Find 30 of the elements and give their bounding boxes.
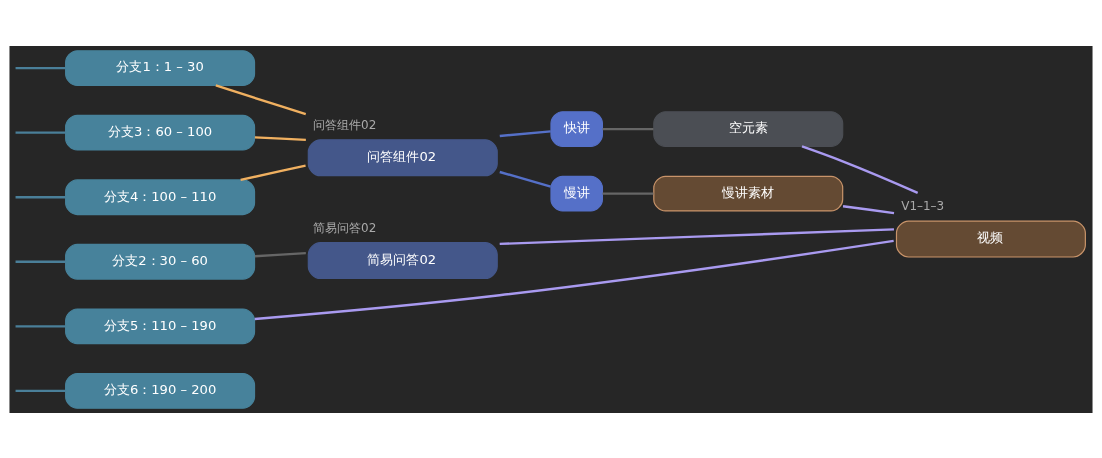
connector [15, 66, 66, 69]
connector [842, 204, 895, 214]
node-box: 慢讲 [550, 175, 603, 212]
node-box: 分支4：100 – 110 [65, 178, 256, 215]
connector [499, 227, 894, 245]
connector [254, 135, 306, 141]
connector [15, 195, 66, 198]
node-box: 慢讲素材 [653, 175, 844, 212]
node-label: 问答组件02 [313, 117, 377, 132]
connector [254, 251, 306, 257]
node-box: 分支3：60 – 100 [65, 114, 256, 151]
connector [215, 83, 307, 115]
node-box: 分支6：190 – 200 [65, 372, 256, 409]
connector [15, 324, 66, 328]
connector [15, 260, 66, 263]
node-label: 简易问答02 [313, 220, 377, 235]
node-box: 分支2：30 – 60 [65, 243, 256, 280]
node-label: V1–1–3 [901, 198, 945, 213]
node-box: 空元素 [653, 110, 844, 147]
connector [240, 163, 306, 181]
node-box: 分支1：1 – 30 [65, 49, 256, 86]
connector [499, 129, 551, 137]
connector [801, 144, 919, 194]
node-box: 分支5：110 – 190 [65, 307, 256, 344]
connector [602, 127, 654, 130]
node-box: 快讲 [550, 110, 603, 147]
connector [602, 191, 654, 195]
connector [15, 130, 66, 134]
connector [15, 389, 66, 392]
connector [499, 170, 552, 188]
